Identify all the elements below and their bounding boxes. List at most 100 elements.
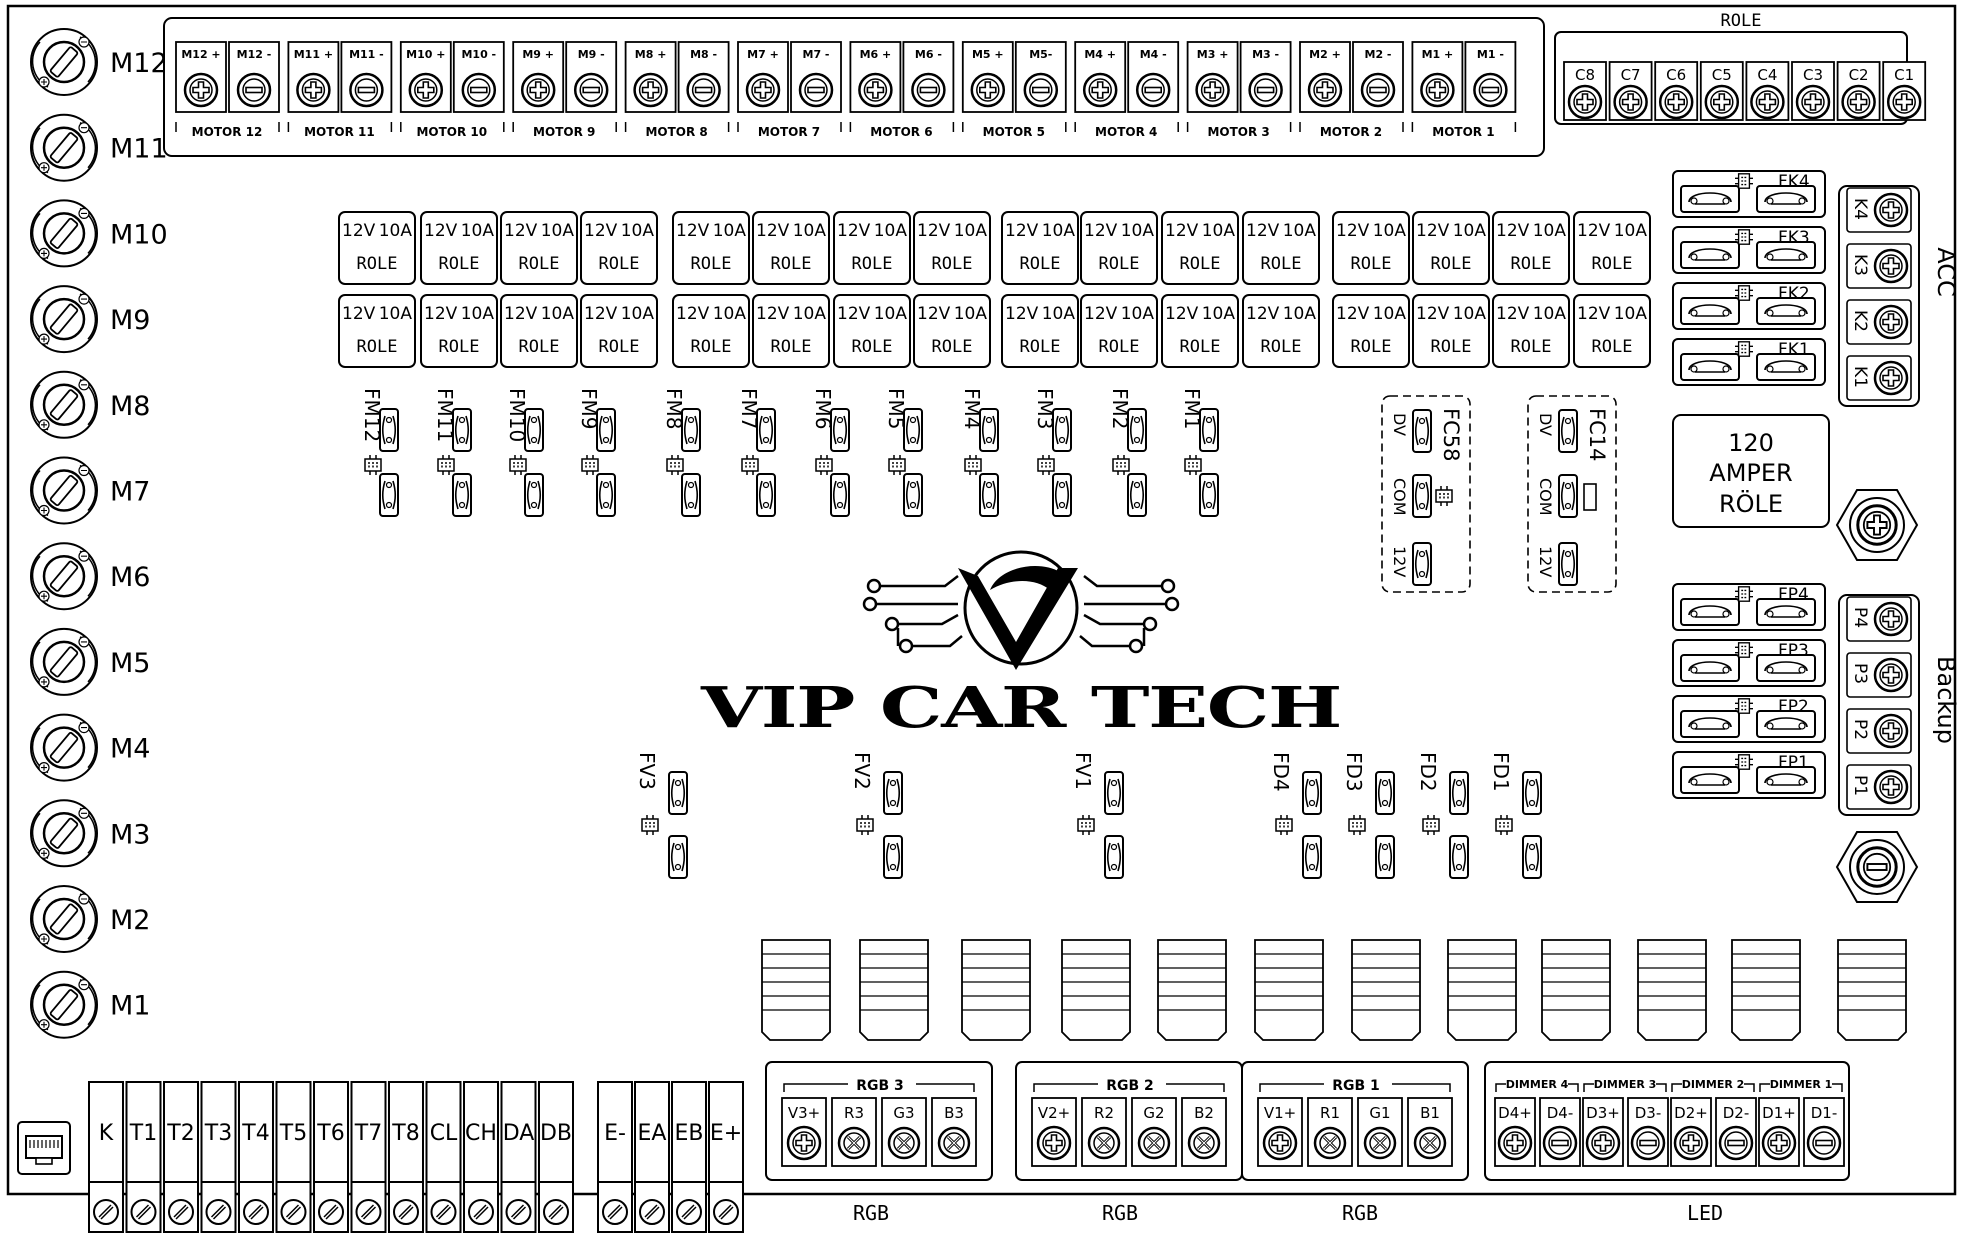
- relay-name: ROLE: [1511, 337, 1552, 357]
- bottom-terminal: DB: [538, 1081, 574, 1233]
- fuse-clip-top: [1104, 771, 1124, 815]
- minus-screw-icon: [573, 72, 609, 108]
- fuse-group-label: FC58: [1439, 408, 1463, 461]
- motor-connector-m12: [29, 27, 99, 97]
- relay-volt: 12V: [756, 221, 790, 241]
- motor-connector-m9: [29, 284, 99, 354]
- minus-screw-icon: [1806, 1125, 1842, 1161]
- motor-label-m1: M1: [110, 991, 150, 1022]
- relay-amp: 10A: [793, 221, 827, 241]
- fuse-holder-fk1: FK1: [1672, 338, 1826, 386]
- fuse-clip-top: [1127, 408, 1147, 452]
- dimmer-title: DIMMER 2: [1682, 1078, 1745, 1091]
- fuse-clip-bottom: [979, 473, 999, 517]
- plus-screw-icon: [970, 72, 1006, 108]
- motor-group-label: MOTOR 1: [1432, 125, 1494, 139]
- relay-volt: 12V: [424, 221, 458, 241]
- terminal-label: EA: [638, 1121, 667, 1146]
- role-channel-label-c6: C6: [1666, 66, 1686, 84]
- fuse-element-icon: [1348, 814, 1366, 836]
- terminal-frame: [1838, 185, 1920, 407]
- role-channel-label-c1: C1: [1894, 66, 1914, 84]
- terminal-housing: [238, 1081, 274, 1183]
- relay-volt: 12V: [917, 221, 951, 241]
- terminal-plus-label: M6 +: [860, 48, 892, 61]
- relay-body: [672, 211, 750, 285]
- dimmer-group: DIMMER 2D2+D2-: [1670, 1078, 1757, 1167]
- dimmer-pin-label: D1-: [1811, 1104, 1838, 1122]
- terminal-label: P4: [1850, 607, 1870, 628]
- motor-terminal-block: [163, 17, 1545, 157]
- relay-volt: 12V: [1246, 221, 1280, 241]
- fuse-holder-label: FP4: [1778, 585, 1809, 605]
- plus-screw-icon: [1658, 84, 1694, 120]
- relay-amp: 10A: [1042, 221, 1076, 241]
- heatsink-fins: [1061, 939, 1131, 1041]
- logo-c-mark: [990, 566, 1060, 590]
- fuse-clip-bottom: [596, 473, 616, 517]
- dimmer-pin-label: D4-: [1547, 1104, 1574, 1122]
- relay-volt: 12V: [1005, 221, 1039, 241]
- rgb-pin-label: V1+: [1264, 1104, 1296, 1122]
- dimmer-group: DIMMER 4D4+D4-: [1494, 1078, 1581, 1167]
- heatsink-row: [761, 939, 1907, 1041]
- plus-screw-icon: [786, 1125, 822, 1161]
- relay-amp: 10A: [954, 221, 988, 241]
- amp-relay-line1: 120: [1728, 429, 1774, 457]
- fuse-fm7: FM7: [737, 388, 776, 517]
- relay-volt: 12V: [676, 221, 710, 241]
- plus-screw-icon: [408, 72, 444, 108]
- terminal-frame: [1838, 594, 1920, 816]
- slot-screw-icon: [543, 1199, 569, 1225]
- rgb-pin-label: B2: [1194, 1104, 1214, 1122]
- relay-amp: 10A: [621, 304, 655, 324]
- fuse-label: FV2: [850, 752, 874, 790]
- fuse-fd3: FD3: [1342, 752, 1395, 879]
- relay-body: [1161, 211, 1239, 285]
- dimmer-bracket: [1759, 1083, 1843, 1092]
- fuse-clip-left: [1680, 185, 1740, 213]
- relay-body: [833, 211, 911, 285]
- minus-screw-icon: [1023, 72, 1059, 108]
- relay-amp: 10A: [1121, 221, 1155, 241]
- relay-name: ROLE: [1431, 254, 1472, 274]
- bottom-terminal: EB: [671, 1081, 707, 1233]
- fuse-holder-label: FP2: [1778, 697, 1809, 717]
- rgb-group-bracket: [1259, 1083, 1451, 1092]
- amp-relay-line2: AMPER: [1709, 459, 1792, 487]
- fuse-clip-bottom: [1199, 473, 1219, 517]
- fuse-holder-fp2: FP2: [1672, 695, 1826, 743]
- fuse-clip-top: [756, 408, 776, 452]
- relay-name: ROLE: [519, 337, 560, 357]
- heatsink-fins: [961, 939, 1031, 1041]
- fuse-clip: [1412, 542, 1432, 586]
- group-bracket: [512, 122, 617, 132]
- fuse-fm10: FM10: [505, 388, 544, 517]
- terminal-label: P3: [1850, 663, 1870, 684]
- terminal-minus-label: M5-: [1029, 48, 1052, 61]
- fuse-clip-top: [903, 408, 923, 452]
- motor-connector-m11: [29, 113, 99, 182]
- role-channel-label-c2: C2: [1849, 66, 1869, 84]
- dimmer-pin-label: D3-: [1635, 1104, 1662, 1122]
- relay-volt: 12V: [342, 304, 376, 324]
- motor-terminal-pair: M11 +M11 -MOTOR 11: [287, 41, 393, 139]
- plus-screw-icon: [1613, 84, 1648, 120]
- relay-name: ROLE: [1592, 337, 1633, 357]
- motor-group-label: MOTOR 8: [645, 125, 707, 139]
- relay-body: [672, 294, 750, 368]
- fuse-element-icon: [741, 454, 759, 476]
- relay-volt: 12V: [1084, 221, 1118, 241]
- motor-label-m12: M12: [110, 48, 168, 79]
- acc-title: ACC: [1932, 247, 1960, 297]
- motor-connector-m7: [29, 456, 99, 525]
- dimmer-pin-label: D1+: [1762, 1104, 1796, 1122]
- plus-screw-icon: [1262, 1125, 1298, 1161]
